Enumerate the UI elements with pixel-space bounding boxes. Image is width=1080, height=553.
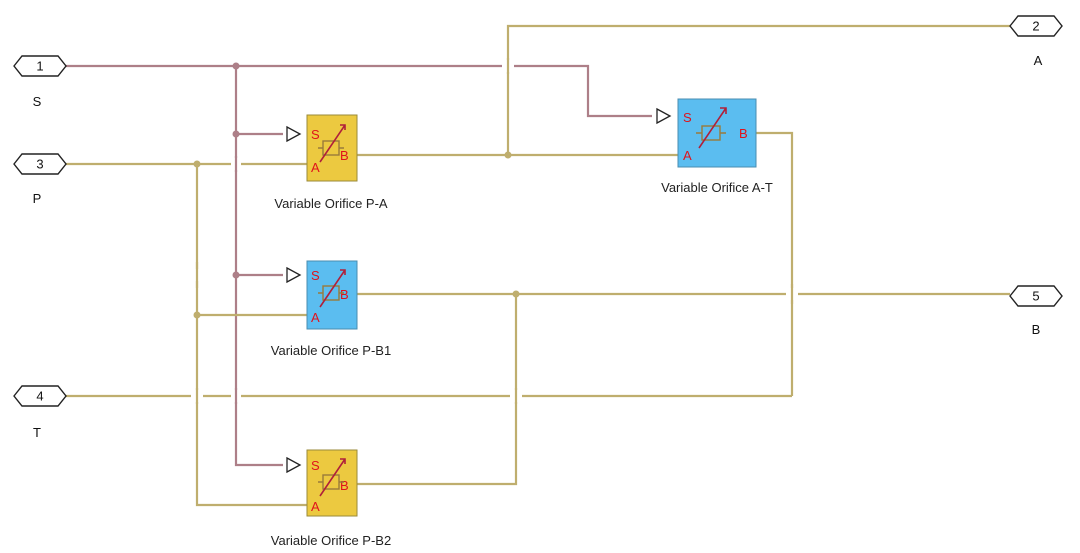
port-4[interactable]: 4 T [13, 385, 67, 440]
signal-line-s-main[interactable] [66, 64, 652, 118]
orifice-at-block[interactable]: S A B Variable Orifice A-T [656, 98, 773, 195]
orifice-pb2-pin-b: B [340, 478, 349, 493]
port-3[interactable]: 3 P [13, 153, 67, 206]
junction-dot [504, 151, 512, 159]
orifice-pb2-input-arrow [286, 456, 302, 474]
orifice-pb1-pin-b: B [340, 287, 349, 302]
port-1[interactable]: 1 S [13, 55, 67, 109]
variable-orifice-icon [318, 124, 346, 163]
port-5[interactable]: 5 B [1009, 285, 1063, 337]
orifice-pb2-block[interactable]: S A B Variable Orifice P-B2 [271, 449, 391, 548]
orifice-pa-pin-s: S [311, 127, 320, 142]
port-1-label: S [33, 94, 42, 109]
orifice-pb2-label: Variable Orifice P-B2 [271, 533, 391, 548]
port-3-number: 3 [36, 157, 43, 172]
variable-orifice-icon [318, 458, 346, 497]
orifice-at-label: Variable Orifice A-T [661, 180, 773, 195]
hydraulic-line-at-out[interactable] [756, 131, 794, 396]
connection-lines [66, 24, 1010, 507]
line-crossings [191, 58, 798, 404]
orifice-at-pin-a: A [683, 148, 692, 163]
orifice-pb1-pin-a: A [311, 310, 320, 325]
port-4-label: T [33, 425, 41, 440]
signal-line-s-vertical[interactable] [234, 66, 283, 467]
orifice-pb1-pin-s: S [311, 268, 320, 283]
hydraulic-line-pb2-out[interactable] [357, 294, 518, 486]
variable-orifice-icon [696, 107, 727, 149]
junction-dot [193, 311, 201, 319]
port-3-label: P [33, 191, 42, 206]
port-5-label: B [1032, 322, 1041, 337]
orifice-at-input-arrow [656, 107, 672, 125]
variable-orifice-icon [318, 269, 346, 308]
port-4-number: 4 [36, 389, 43, 404]
hydraulic-line-p-vertical[interactable] [195, 164, 307, 507]
orifice-pb1-block[interactable]: S A B Variable Orifice P-B1 [271, 260, 391, 358]
junction-dot [232, 62, 240, 70]
orifice-at-pin-s: S [683, 110, 692, 125]
port-1-number: 1 [36, 59, 43, 74]
orifice-pb1-input-arrow [286, 266, 302, 284]
orifice-pa-block[interactable]: S A B Variable Orifice P-A [274, 114, 388, 211]
orifice-pb2-pin-a: A [311, 499, 320, 514]
junction-dot [232, 130, 240, 138]
orifice-at-pin-b: B [739, 126, 748, 141]
orifice-pa-pin-a: A [311, 160, 320, 175]
port-2[interactable]: 2 A [1009, 15, 1063, 68]
port-2-label: A [1034, 53, 1043, 68]
junction-dot [232, 271, 240, 279]
junction-dot [193, 160, 201, 168]
junction-dot [512, 290, 520, 298]
port-2-number: 2 [1032, 19, 1039, 34]
port-5-number: 5 [1032, 289, 1039, 304]
orifice-pa-pin-b: B [340, 148, 349, 163]
hydraulic-line-to-port-a[interactable] [506, 24, 1010, 155]
orifice-pb1-label: Variable Orifice P-B1 [271, 343, 391, 358]
orifice-pa-input-arrow [286, 125, 302, 143]
orifice-pb2-pin-s: S [311, 458, 320, 473]
junction-dots [193, 62, 520, 319]
orifice-pa-label: Variable Orifice P-A [274, 196, 388, 211]
